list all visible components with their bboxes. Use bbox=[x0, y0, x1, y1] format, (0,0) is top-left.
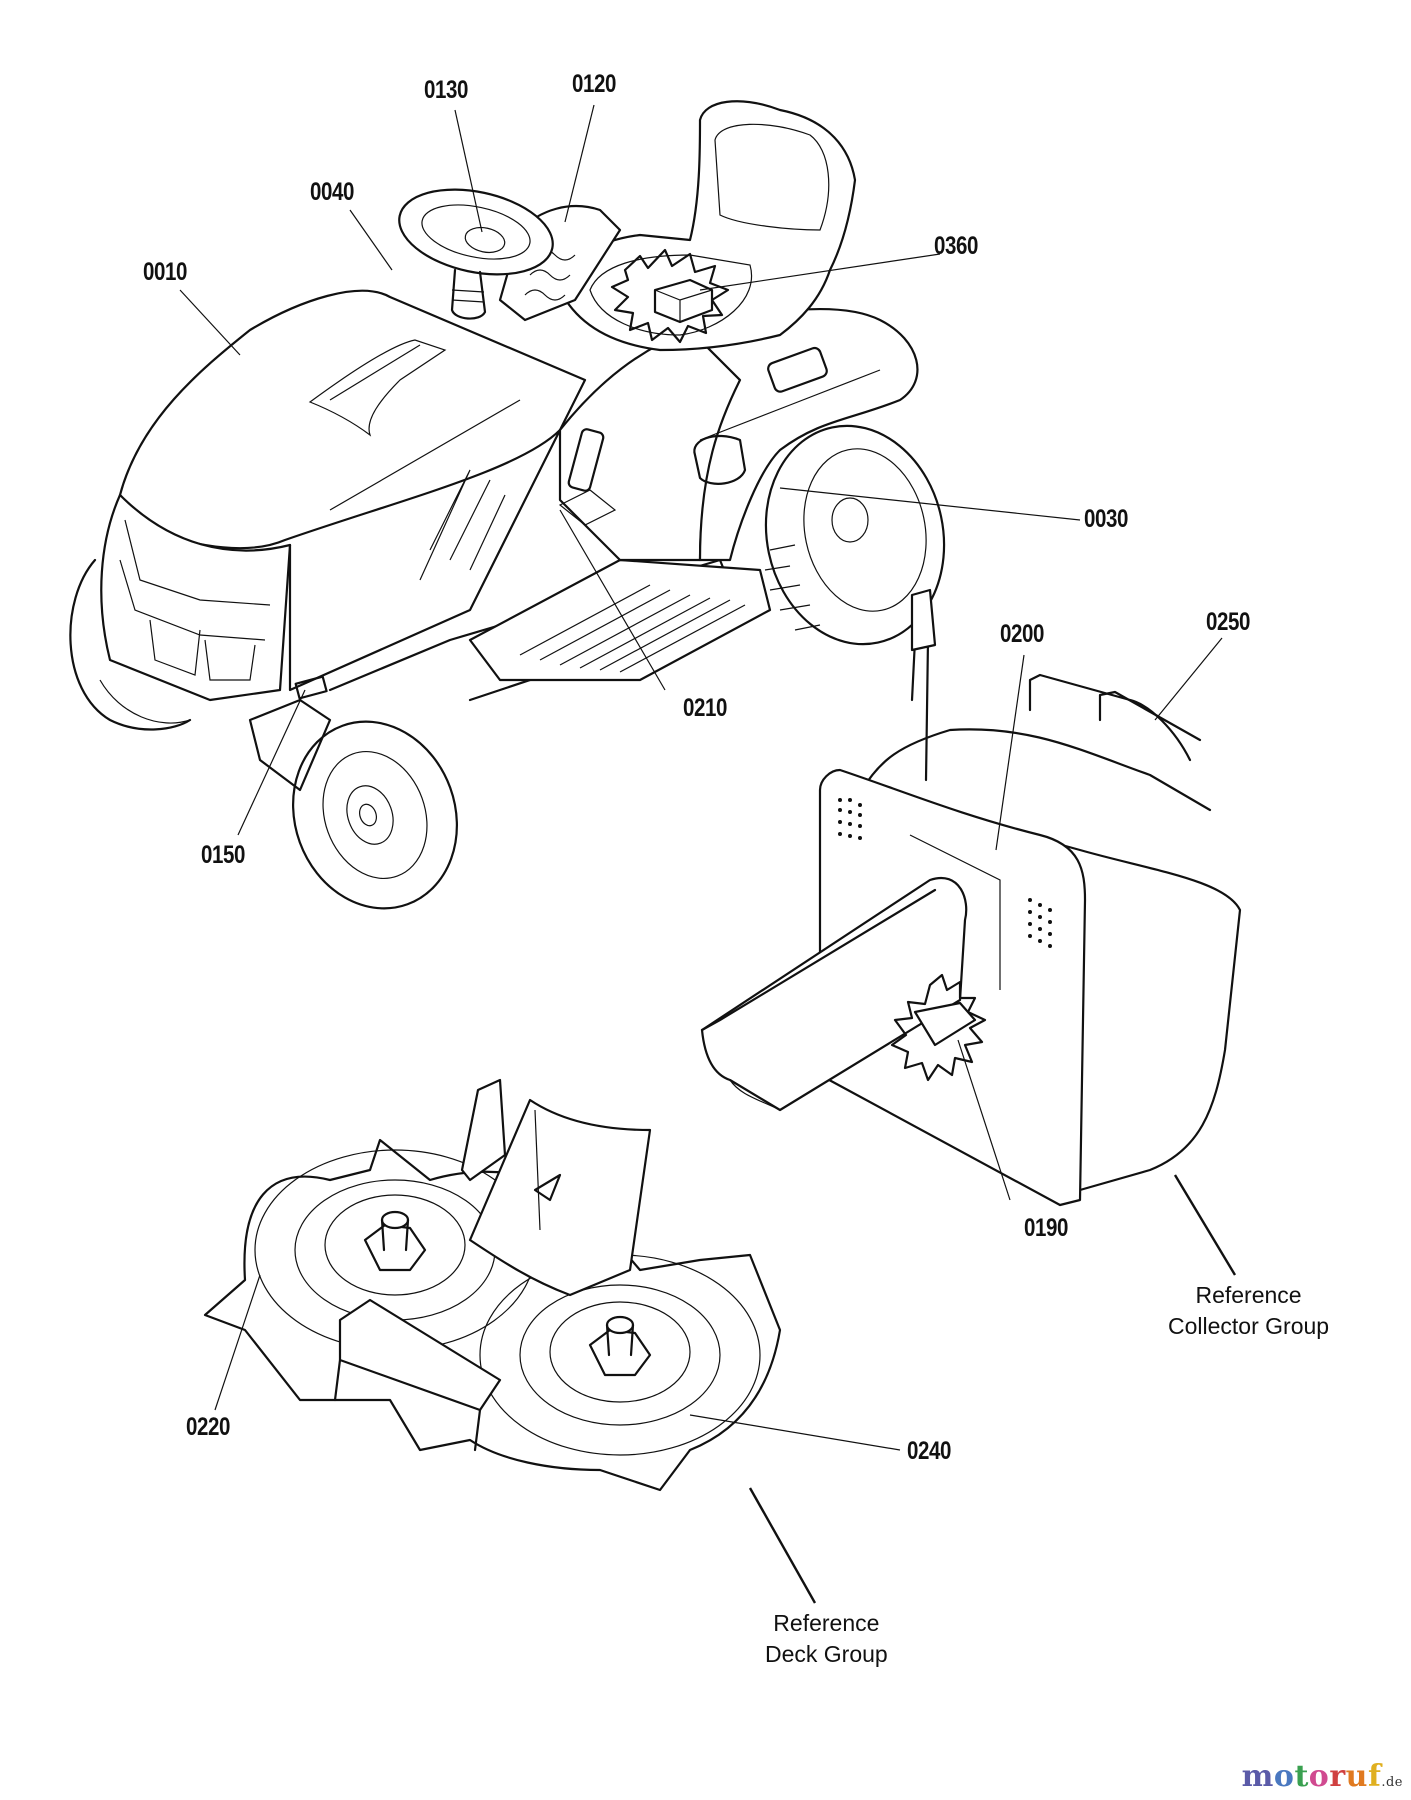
watermark-letter: f bbox=[1367, 1759, 1382, 1794]
reference-deck-group: Reference Deck Group bbox=[765, 1608, 888, 1670]
callout-0130: 0130 bbox=[424, 76, 468, 104]
callout-0040: 0040 bbox=[310, 178, 354, 206]
callout-0250: 0250 bbox=[1206, 608, 1250, 636]
leader-0200 bbox=[995, 654, 1025, 851]
callout-0240: 0240 bbox=[907, 1437, 951, 1465]
watermark-letter: r bbox=[1329, 1759, 1346, 1794]
leader-0040 bbox=[349, 209, 393, 271]
collector-illustration bbox=[700, 588, 1242, 1207]
callout-0210: 0210 bbox=[683, 694, 727, 722]
callout-0010: 0010 bbox=[143, 258, 187, 286]
reference-deck-line2: Deck Group bbox=[765, 1641, 888, 1667]
hood bbox=[118, 289, 587, 550]
reference-deck-line1: Reference bbox=[773, 1610, 880, 1636]
motoruf-watermark: motoruf.de bbox=[1242, 1759, 1403, 1794]
reference-collector-line1: Reference bbox=[1195, 1282, 1302, 1308]
rear-wheel bbox=[764, 424, 946, 646]
leader-0250 bbox=[1154, 637, 1223, 721]
leader-lines bbox=[179, 104, 1237, 1604]
watermark-letter: o bbox=[1273, 1759, 1295, 1794]
leader-0220 bbox=[214, 1274, 261, 1411]
seat bbox=[558, 100, 857, 352]
callout-0220: 0220 bbox=[186, 1413, 230, 1441]
leader-0010 bbox=[179, 289, 241, 356]
leader-0130 bbox=[454, 109, 483, 233]
leader-0150 bbox=[237, 689, 306, 836]
leader-ref-deck bbox=[748, 1487, 817, 1604]
leader-ref-collector bbox=[1173, 1174, 1237, 1276]
watermark-letter: o bbox=[1308, 1759, 1330, 1794]
front-wheel bbox=[292, 720, 458, 910]
seat-starburst bbox=[610, 248, 730, 344]
steering-wheel bbox=[398, 188, 554, 276]
mower-deck bbox=[203, 1138, 782, 1492]
watermark-letter: u bbox=[1345, 1759, 1368, 1794]
callout-0150: 0150 bbox=[201, 841, 245, 869]
callout-0200: 0200 bbox=[1000, 620, 1044, 648]
leader-0240 bbox=[689, 1414, 901, 1451]
leader-0120 bbox=[564, 104, 595, 223]
deck-illustration bbox=[203, 1078, 782, 1492]
rear-fender bbox=[688, 308, 919, 562]
watermark-letter: t bbox=[1294, 1759, 1309, 1794]
watermark-tld: .de bbox=[1381, 1775, 1403, 1790]
leader-0190 bbox=[957, 1039, 1011, 1201]
callout-0190: 0190 bbox=[1024, 1214, 1068, 1242]
reference-collector-group: Reference Collector Group bbox=[1168, 1280, 1329, 1342]
leader-0360 bbox=[699, 253, 941, 291]
callout-0030: 0030 bbox=[1084, 505, 1128, 533]
collector-chute bbox=[700, 877, 968, 1112]
callout-0360: 0360 bbox=[934, 232, 978, 260]
leader-0210 bbox=[559, 509, 666, 691]
callout-0120: 0120 bbox=[572, 70, 616, 98]
collector-starburst bbox=[890, 973, 987, 1082]
tractor-illustration bbox=[69, 100, 946, 910]
reference-collector-line2: Collector Group bbox=[1168, 1313, 1330, 1339]
leader-0030 bbox=[779, 487, 1081, 521]
watermark-letter: m bbox=[1241, 1759, 1274, 1794]
